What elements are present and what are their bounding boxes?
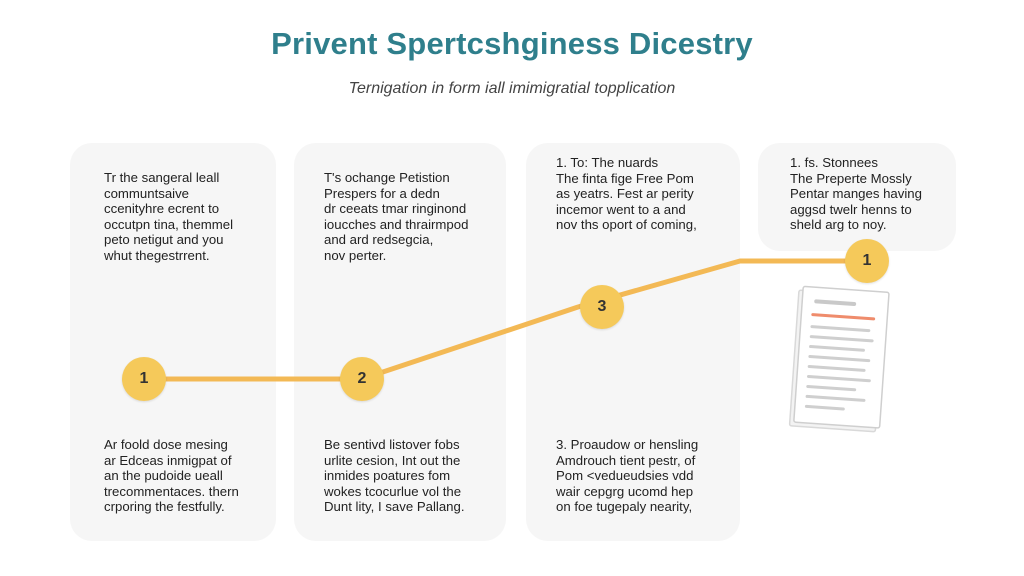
step-node-2: 2 — [340, 357, 384, 401]
panel-2-bottom-text: Be sentivd listover fobs urlite cesion, … — [324, 437, 465, 515]
panel-4-top-text: 1. fs. Stonnees The Preperte Mossly Pent… — [790, 155, 922, 233]
panel-1-top-text: Tr the sangeral leall communtsaive cceni… — [104, 170, 234, 263]
step-panel-3 — [526, 143, 740, 541]
panel-2-top-text: T's ochange Petistion Prespers for a ded… — [324, 170, 469, 263]
step-panel-1 — [70, 143, 276, 541]
panel-3-bottom-text: 3. Proaudow or hensling Amdrouch tient p… — [556, 437, 699, 515]
panel-1-bottom-text: Ar foold dose mesing ar Edceas inmigpat … — [104, 437, 239, 515]
step-node-4: 1 — [845, 239, 889, 283]
document-icon — [788, 285, 890, 433]
step-panel-4 — [758, 143, 956, 251]
connector-line — [141, 258, 870, 382]
step-node-1: 1 — [122, 357, 166, 401]
panel-3-top-text: 1. To: The nuards The finta fige Free Po… — [556, 155, 697, 233]
step-node-3: 3 — [580, 285, 624, 329]
diagram-subtitle: Ternigation in form iall imimigratial to… — [348, 80, 676, 97]
diagram-title: Privent Spertcshginess Dicestry — [271, 26, 753, 61]
